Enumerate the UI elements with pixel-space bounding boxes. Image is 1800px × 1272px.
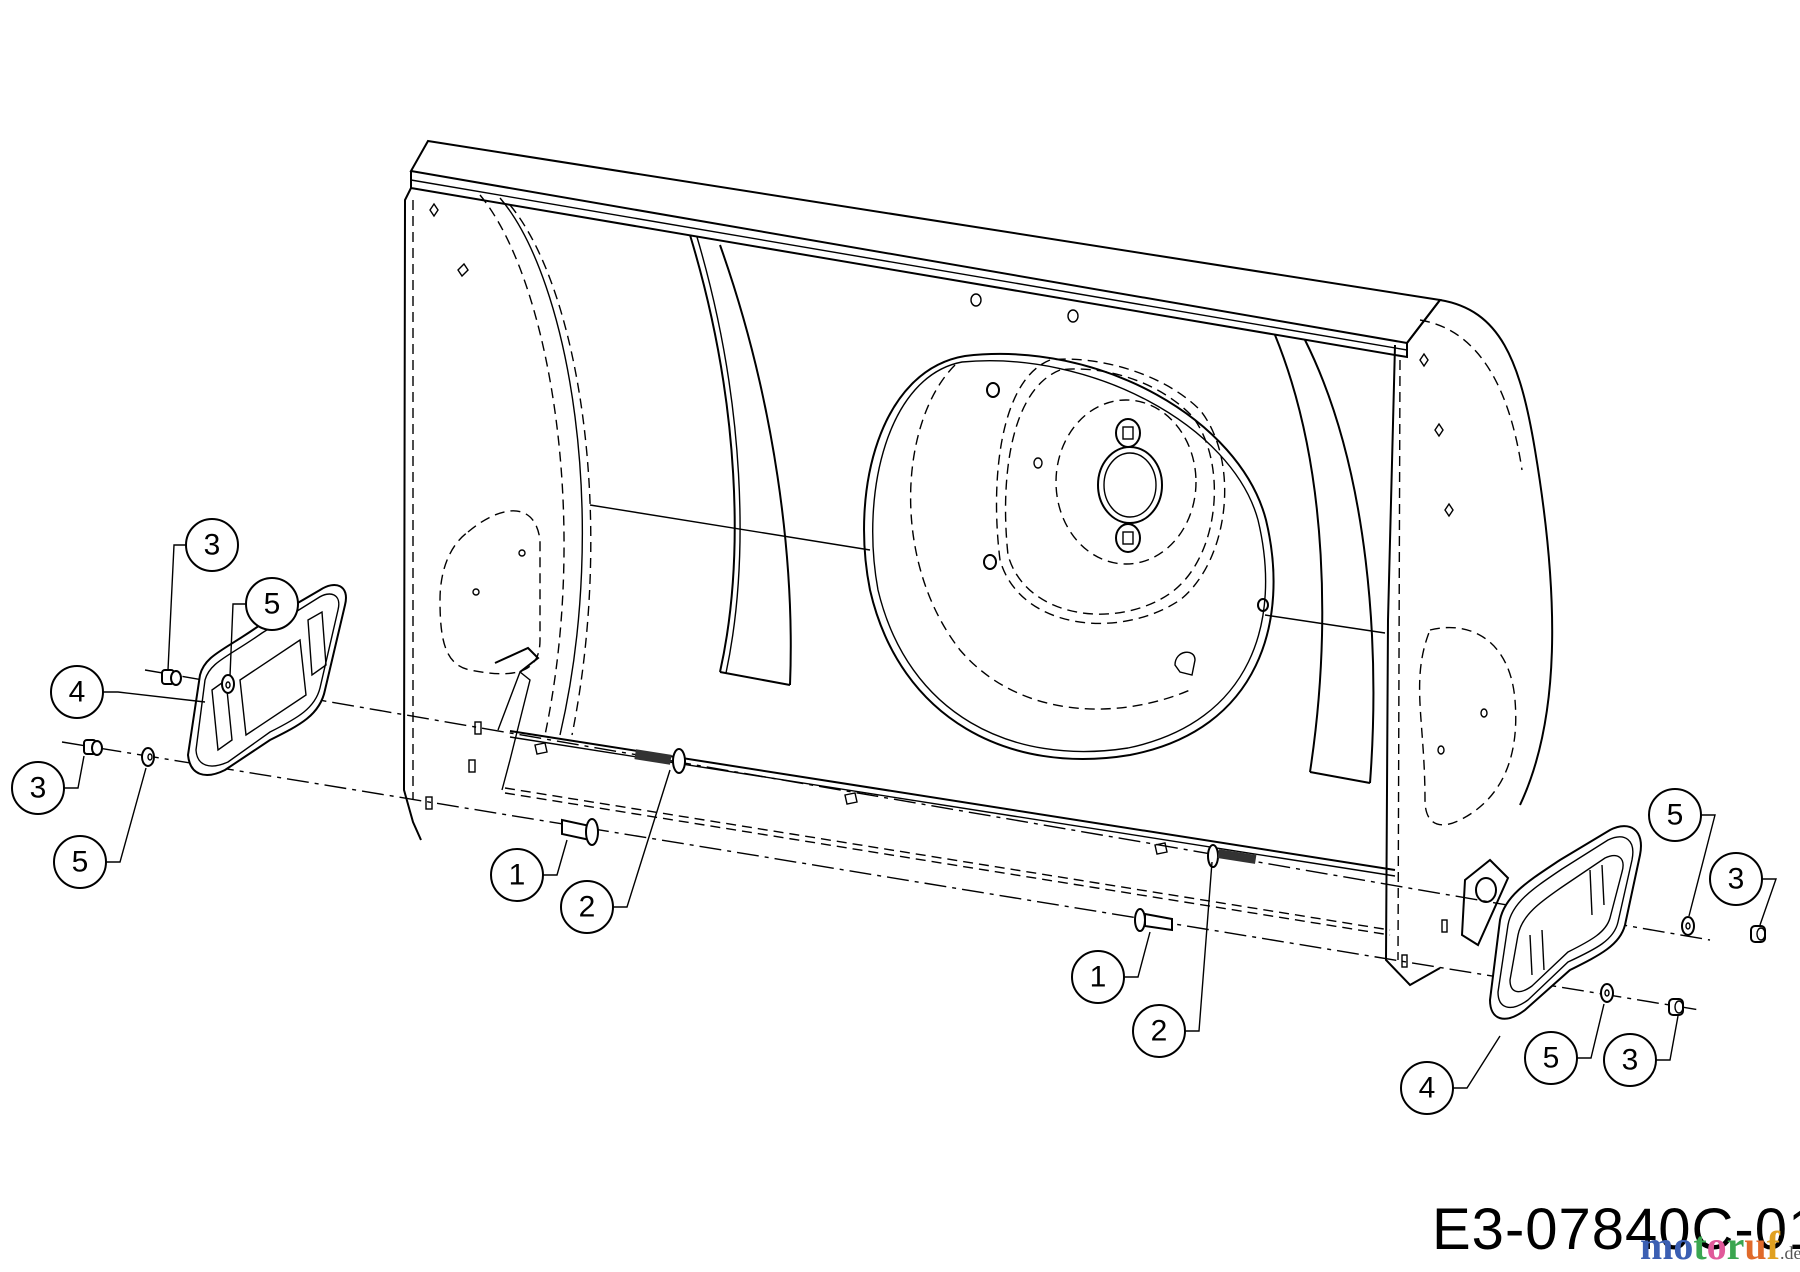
impeller-housing — [863, 352, 1275, 760]
spring-icon — [1207, 844, 1257, 868]
callout-label: 3 — [30, 772, 47, 805]
pin-icon — [561, 818, 599, 846]
callout-bubble[interactable]: 3 — [1603, 1033, 1657, 1087]
callout-label: 5 — [1543, 1042, 1560, 1075]
callout-bubble[interactable]: 5 — [245, 577, 299, 631]
flange-nut-icon — [161, 669, 182, 686]
drawing-id: E3-07840C-01 — [1432, 1197, 1800, 1262]
leader-lines — [64, 544, 1777, 1089]
callout-bubble[interactable]: 1 — [1071, 950, 1125, 1004]
callout-label: 2 — [579, 891, 596, 924]
callout-label: 4 — [1419, 1072, 1436, 1105]
callout-label: 1 — [509, 859, 526, 892]
callout-bubble[interactable]: 3 — [1709, 852, 1763, 906]
back-wall-line — [1264, 614, 1386, 634]
callout-bubble[interactable]: 2 — [1132, 1004, 1186, 1058]
flange-nut-icon — [1668, 998, 1684, 1016]
right-skid-shoe — [1488, 825, 1642, 1020]
callout-bubble[interactable]: 1 — [490, 848, 544, 902]
hardware — [83, 669, 1766, 1016]
center-line-upper — [144, 669, 1711, 941]
left-auger-rib — [689, 234, 792, 686]
callout-label: 4 — [69, 676, 86, 709]
housing-top-bar — [409, 139, 1442, 359]
washer-icon — [221, 674, 235, 694]
callout-bubble[interactable]: 3 — [11, 761, 65, 815]
watermark-letter: r — [1726, 1223, 1745, 1268]
callout-bubble[interactable]: 3 — [185, 518, 239, 572]
watermark-tld: .de — [1780, 1243, 1800, 1263]
center-line-lower — [61, 741, 1701, 1011]
callout-bubble[interactable]: 5 — [1524, 1031, 1578, 1085]
callout-bubble[interactable]: 2 — [560, 880, 614, 934]
callout-bubble[interactable]: 4 — [50, 665, 104, 719]
watermark-letter: u — [1744, 1223, 1767, 1268]
mount-hole — [1067, 309, 1079, 323]
callout-label: 5 — [72, 846, 89, 879]
callout-label: 3 — [1728, 863, 1745, 896]
housing-left-side-plate — [402, 187, 592, 841]
watermark-letter: o — [1673, 1223, 1694, 1268]
callout-label: 2 — [1151, 1015, 1168, 1048]
pin-icon — [1134, 908, 1173, 932]
washer-icon — [1600, 983, 1614, 1003]
watermark-letter: m — [1640, 1223, 1674, 1268]
callouts: 3 5 4 3 5 1 2 1 2 5 3 4 5 3 — [11, 518, 1763, 1115]
callout-bubble[interactable]: 5 — [1648, 788, 1702, 842]
flange-nut-icon — [83, 739, 103, 756]
callout-label: 5 — [1667, 799, 1684, 832]
watermark-letter: t — [1693, 1223, 1707, 1268]
callout-label: 3 — [204, 529, 221, 562]
back-wall-line — [589, 504, 871, 551]
spring-icon — [634, 748, 686, 774]
watermark-logo: motoruf.de — [1640, 1226, 1800, 1266]
mount-hole — [970, 293, 982, 307]
callout-label: 5 — [264, 588, 281, 621]
callout-bubble[interactable]: 4 — [1400, 1061, 1454, 1115]
scraper-bar — [504, 730, 1396, 936]
flange-nut-icon — [1750, 925, 1766, 943]
washer-icon — [141, 747, 155, 767]
washer-icon — [1681, 916, 1695, 936]
callout-bubble[interactable]: 5 — [53, 835, 107, 889]
callout-label: 1 — [1090, 961, 1107, 994]
callout-label: 3 — [1622, 1044, 1639, 1077]
watermark-letter: f — [1766, 1223, 1780, 1268]
watermark-letter: o — [1706, 1223, 1727, 1268]
right-auger-rib — [1274, 334, 1375, 784]
housing-right-side-plate — [1384, 298, 1554, 987]
